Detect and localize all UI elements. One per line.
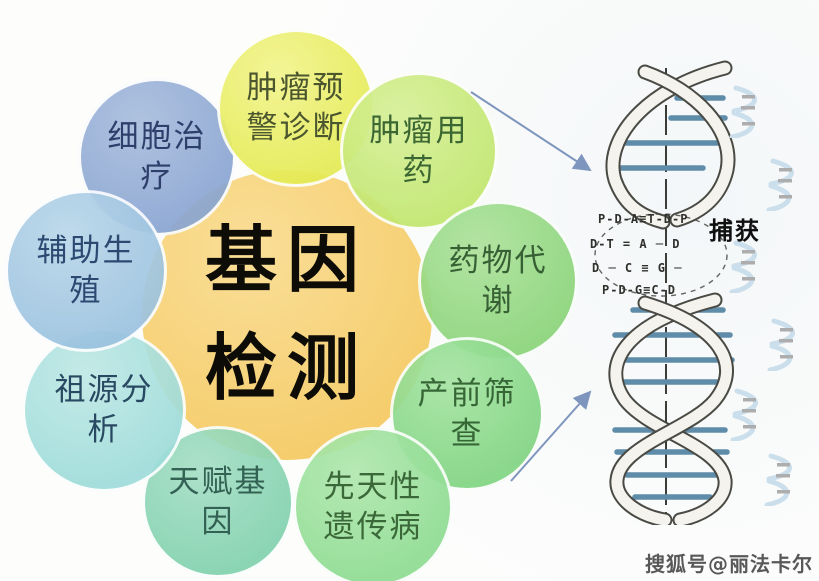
dna-base-pair-text: P-D-G≡C-D (602, 283, 677, 297)
dna-base-pair-text: D ─ C ≡ G ─ (592, 261, 683, 275)
satellite-circle-drug-metabolism: 药物代 谢 (418, 201, 578, 361)
dna-helix-icon (728, 385, 770, 441)
satellite-circle-ancestry-analysis: 祖源分 析 (22, 328, 186, 492)
dna-base-pair-text: D-T = A ─ D (590, 237, 681, 251)
dna-helix-icon (765, 315, 807, 371)
satellite-circle-congenital-genetic-disease: 先天性 遗传病 (293, 427, 453, 581)
dna-helix-icon (762, 450, 804, 506)
capture-label: 捕获 (709, 218, 761, 245)
watermark: 搜狐号@丽法卡尔 (645, 552, 813, 576)
satellite-circle-assisted-reproduction: 辅助生 殖 (5, 190, 167, 352)
dna-helix-illustration (585, 60, 760, 528)
dna-helix-icon (727, 82, 769, 138)
dna-base-pair-text: P-D-A≡T-D-P (598, 212, 689, 226)
dna-helix-icon (764, 155, 806, 211)
